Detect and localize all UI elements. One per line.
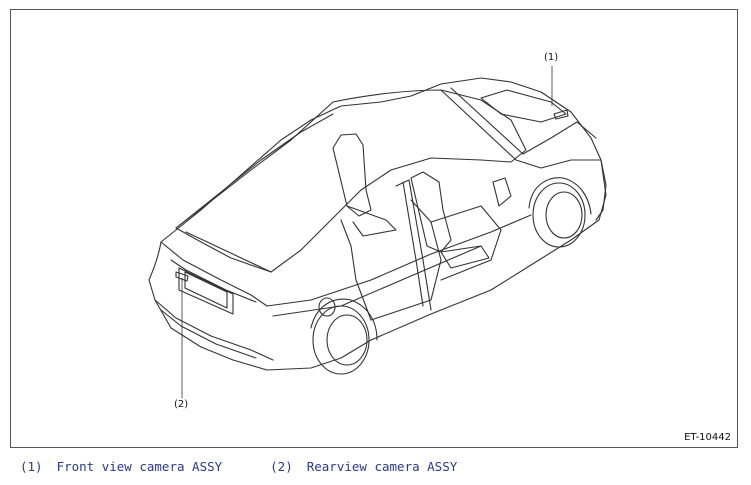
figure-id: ET-10442 bbox=[684, 432, 731, 443]
legend-label: Front view camera ASSY bbox=[56, 459, 223, 474]
legend-item-front-camera: (1) Front view camera ASSY bbox=[20, 459, 222, 474]
legend-number: (1) bbox=[20, 459, 43, 474]
legend-item-rear-camera: (2) Rearview camera ASSY bbox=[270, 459, 457, 474]
callout-front-camera: (1) bbox=[544, 52, 559, 63]
legend-number: (2) bbox=[270, 459, 293, 474]
legend-label: Rearview camera ASSY bbox=[306, 459, 458, 474]
callout-rear-camera: (2) bbox=[174, 399, 189, 410]
diagram-frame: (1) (2) ET-10442 bbox=[10, 9, 738, 448]
car-line-drawing bbox=[148, 65, 607, 399]
legend: (1) Front view camera ASSY (2) Rearview … bbox=[20, 459, 457, 474]
